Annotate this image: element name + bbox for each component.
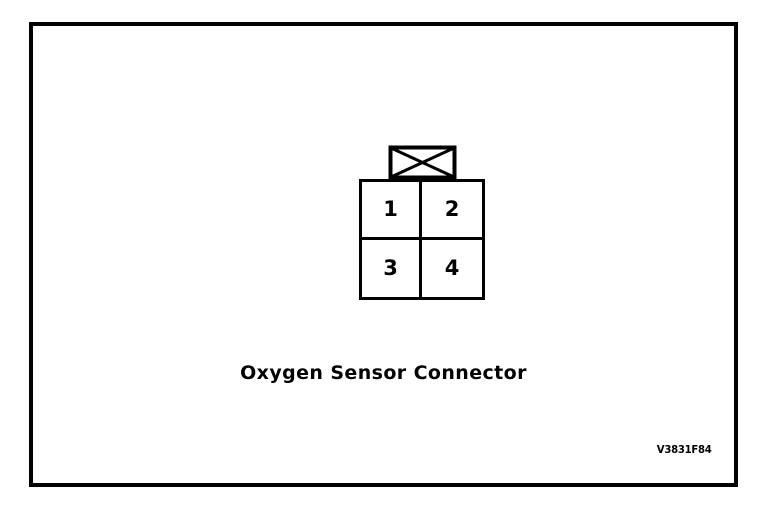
- pin-cell-2: 2: [422, 182, 482, 240]
- figure-caption: Oxygen Sensor Connector: [240, 362, 527, 384]
- pin-cell-3: 3: [362, 239, 422, 297]
- figure-reference-code: V3831F84: [657, 443, 712, 456]
- pin-cell-4: 4: [422, 239, 482, 297]
- pin-number-3: 3: [383, 255, 398, 280]
- pin-cell-1: 1: [362, 182, 422, 240]
- latch-tab-x-icon: [388, 145, 457, 180]
- figure-frame: 1 2 3 4 Oxygen Sensor Connector V3831F84: [29, 22, 738, 487]
- pin-number-4: 4: [444, 255, 460, 280]
- connector-latch-tab: [388, 145, 457, 180]
- connector-pin-grid: 1 2 3 4: [359, 179, 485, 300]
- connector-diagram: 1 2 3 4: [359, 145, 485, 300]
- pin-number-2: 2: [444, 196, 460, 221]
- pin-number-1: 1: [383, 196, 398, 221]
